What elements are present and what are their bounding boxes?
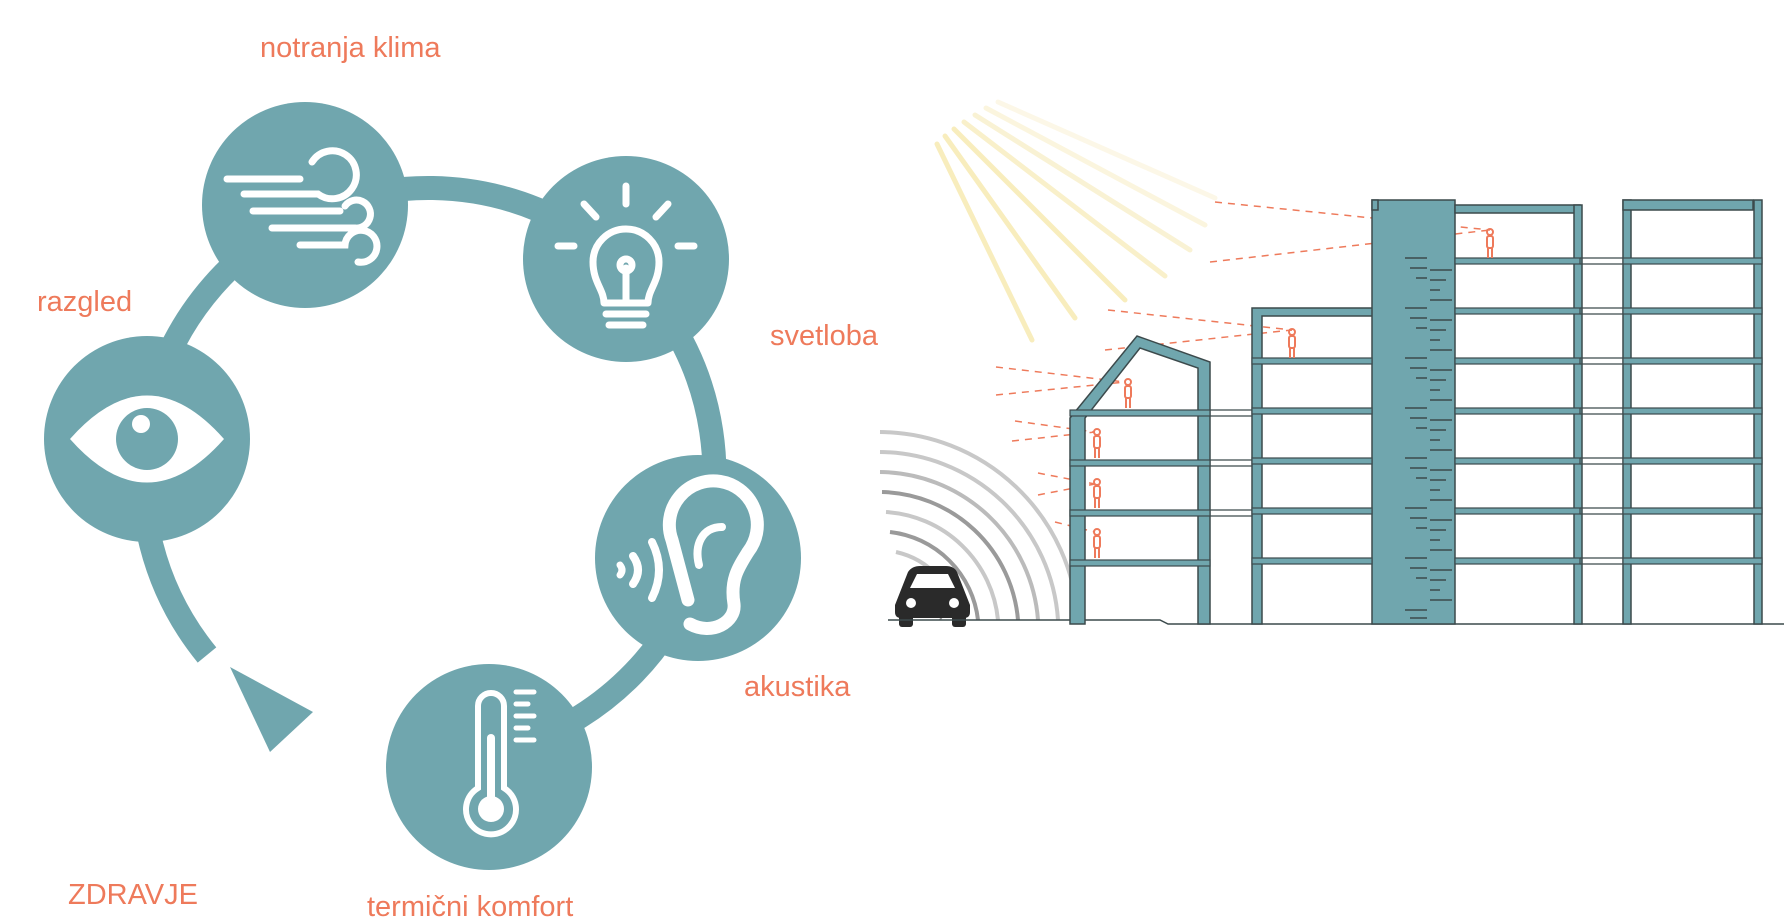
lightbulb-icon — [554, 182, 698, 329]
person-icon — [1093, 528, 1101, 558]
node-acoustics — [595, 455, 801, 661]
person-icon — [1124, 378, 1132, 408]
person-icon — [1486, 228, 1494, 258]
person-icon — [1093, 478, 1101, 508]
car-icon — [895, 566, 970, 627]
person-icon — [1288, 328, 1296, 358]
eye-icon — [70, 395, 224, 483]
floor-slabs — [1069, 257, 1763, 567]
label-view: razgled — [37, 286, 133, 318]
ground-line — [888, 619, 1784, 625]
comfort-cycle — [44, 102, 801, 870]
label-acoustics: akustika — [744, 671, 851, 703]
node-view — [44, 336, 250, 542]
stair-core — [1405, 257, 1452, 619]
sun-rays — [934, 99, 1218, 343]
ear-icon — [616, 474, 764, 635]
node-thermal-comfort — [386, 664, 592, 870]
building-section — [879, 99, 1784, 627]
label-health: ZDRAVJE — [68, 879, 198, 911]
node-indoor-climate — [202, 102, 408, 308]
node-lighting — [523, 156, 729, 362]
person-icon — [1093, 428, 1101, 458]
cycle-arrowhead — [230, 667, 313, 752]
label-thermal-comfort: termični komfort — [367, 891, 574, 923]
wind-icon — [223, 147, 381, 266]
thermometer-icon — [463, 689, 537, 838]
occupants — [1093, 228, 1494, 558]
connectors — [1210, 257, 1623, 565]
label-indoor-climate: notranja klima — [260, 32, 441, 64]
label-lighting: svetloba — [770, 320, 879, 352]
